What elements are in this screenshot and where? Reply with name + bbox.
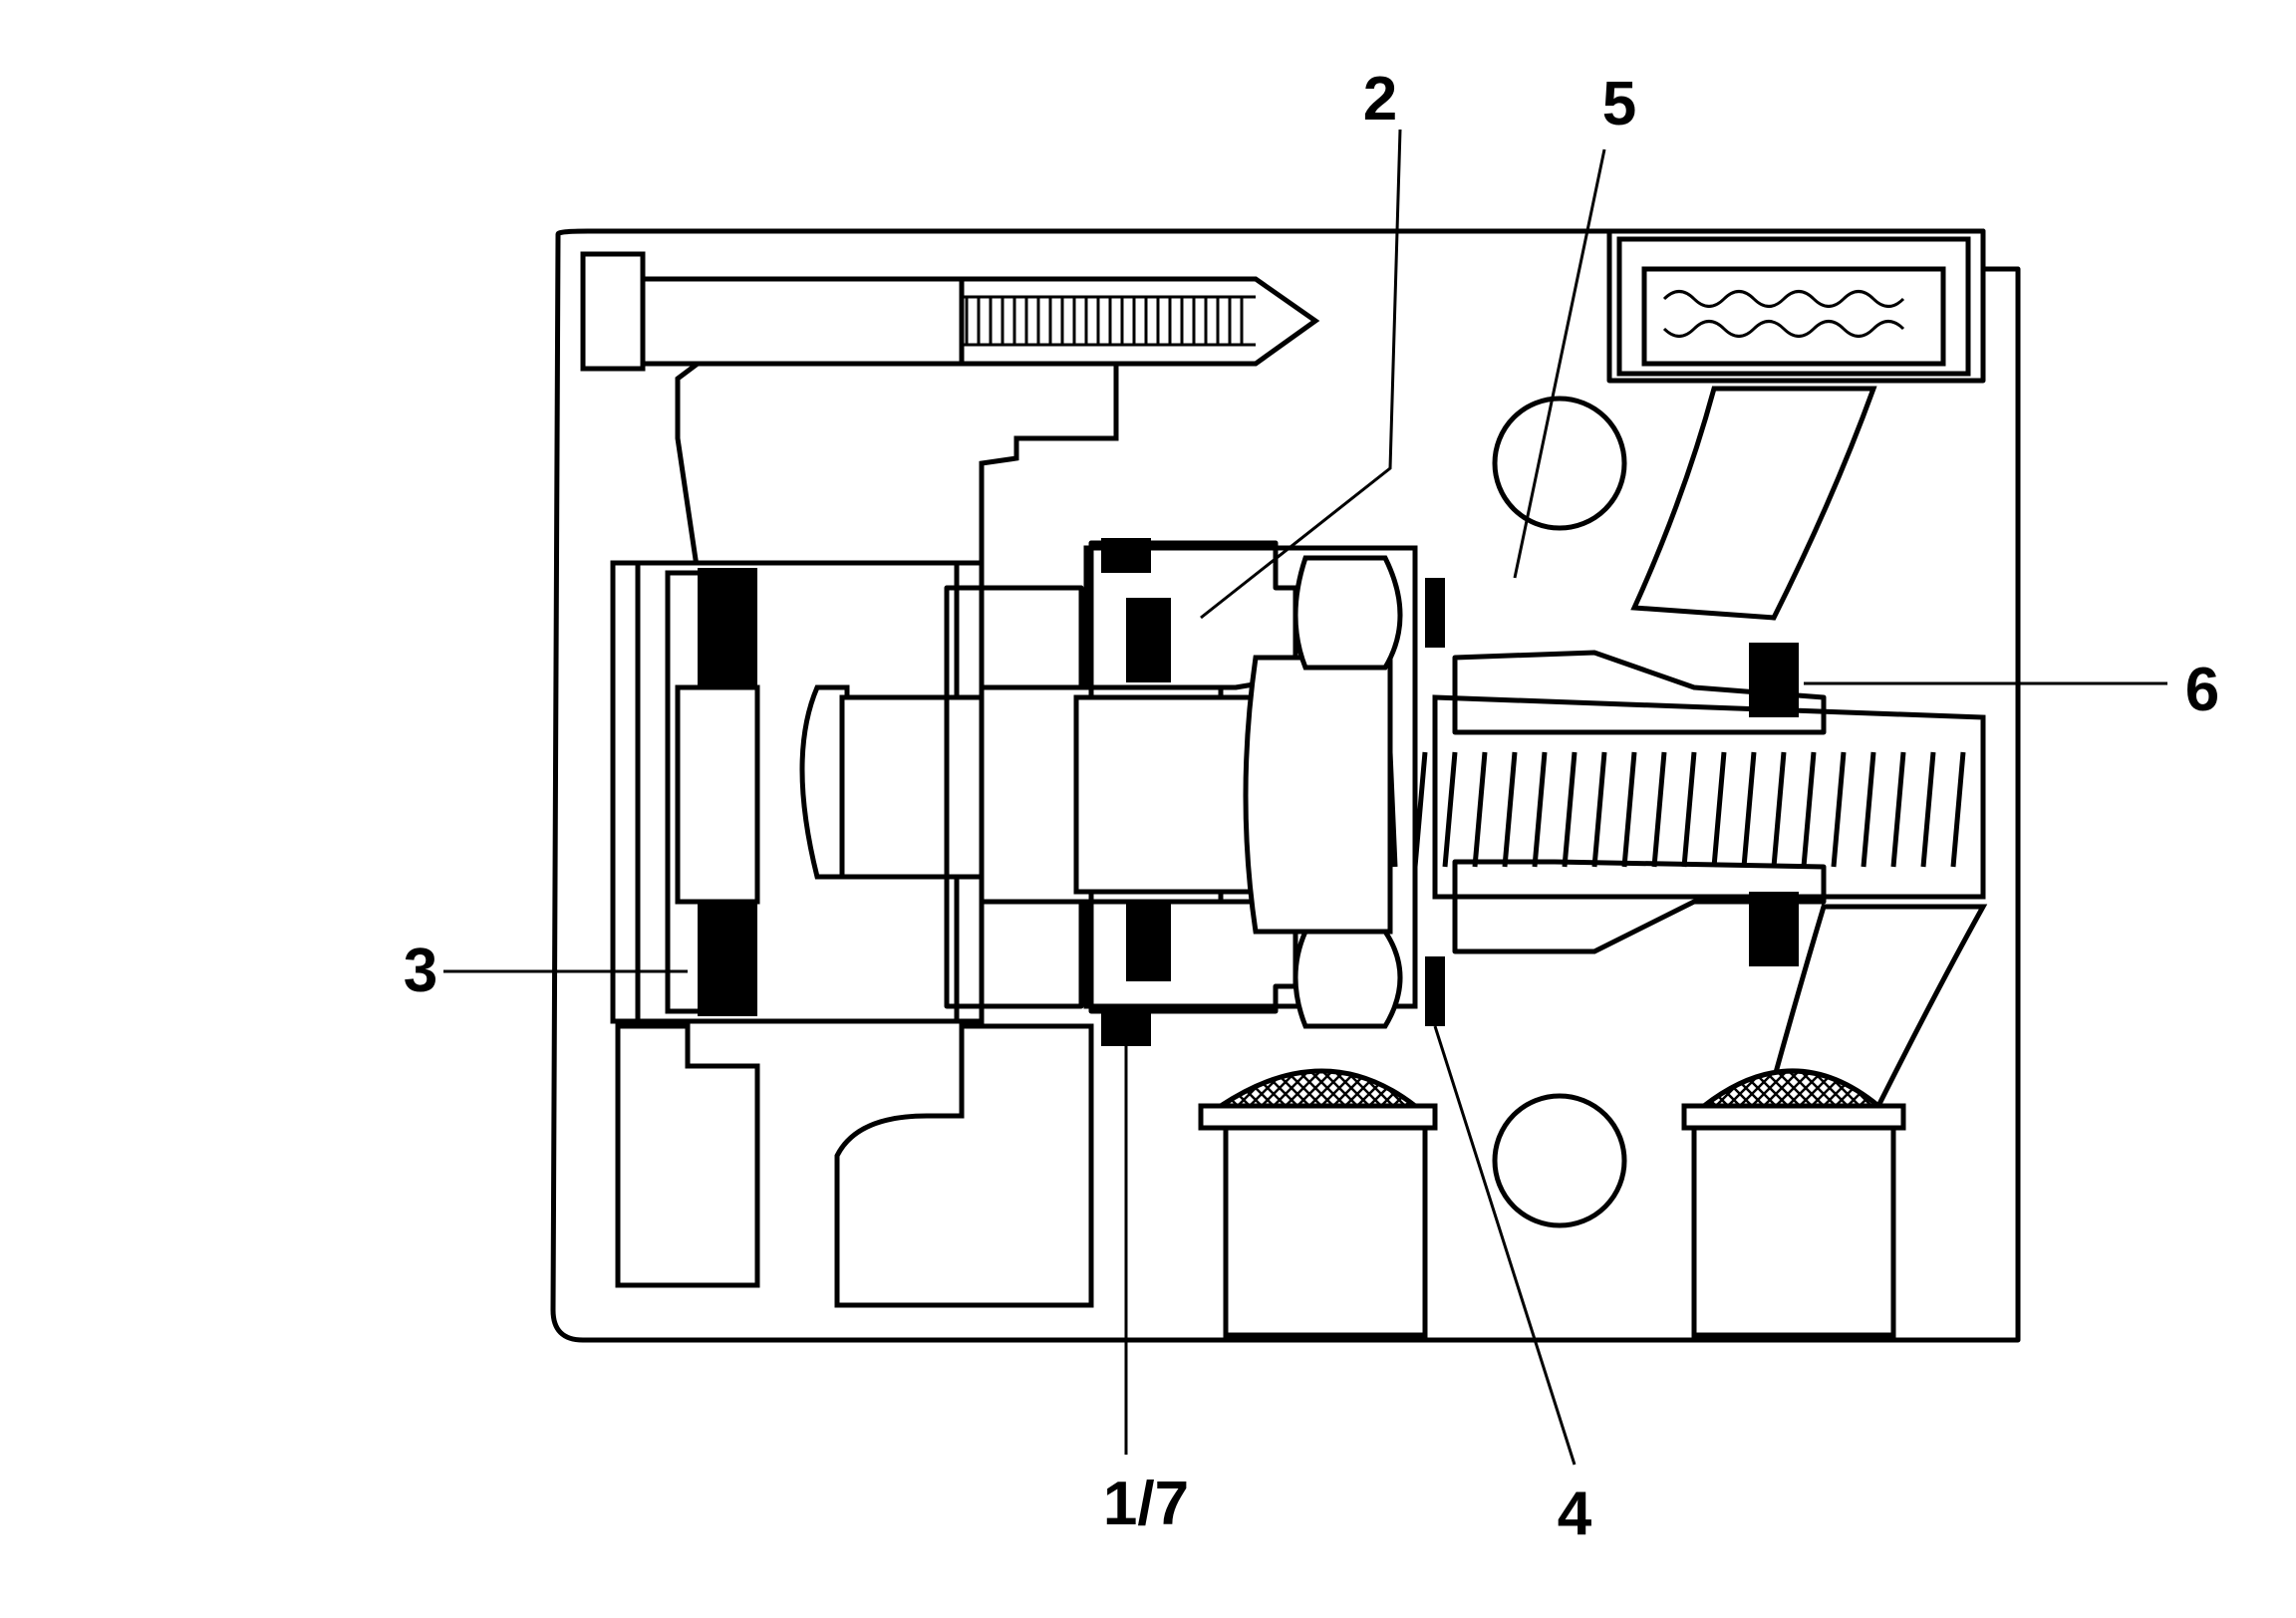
spool [1073,538,1445,1046]
callout-2: 2 [1363,65,1397,134]
callout-6: 6 [2185,656,2219,724]
bolt-thread [962,295,1256,347]
leader-5 [1513,148,1606,579]
leader-4 [1433,1025,1577,1466]
spring-sleeve [1387,643,1966,966]
callout-5: 5 [1602,70,1636,138]
valve-housing [550,228,2021,1343]
callout-3: 3 [404,937,437,1005]
top-right-cover [1606,228,1986,384]
callout-labels: 2 5 6 3 1/7 4 [404,65,2219,1548]
leader-lines [443,129,2167,1466]
port-filters [1198,1068,1906,1131]
callout-1-7: 1/7 [1103,1470,1189,1538]
callout-4: 4 [1558,1480,1592,1548]
leader-2 [1200,129,1402,620]
